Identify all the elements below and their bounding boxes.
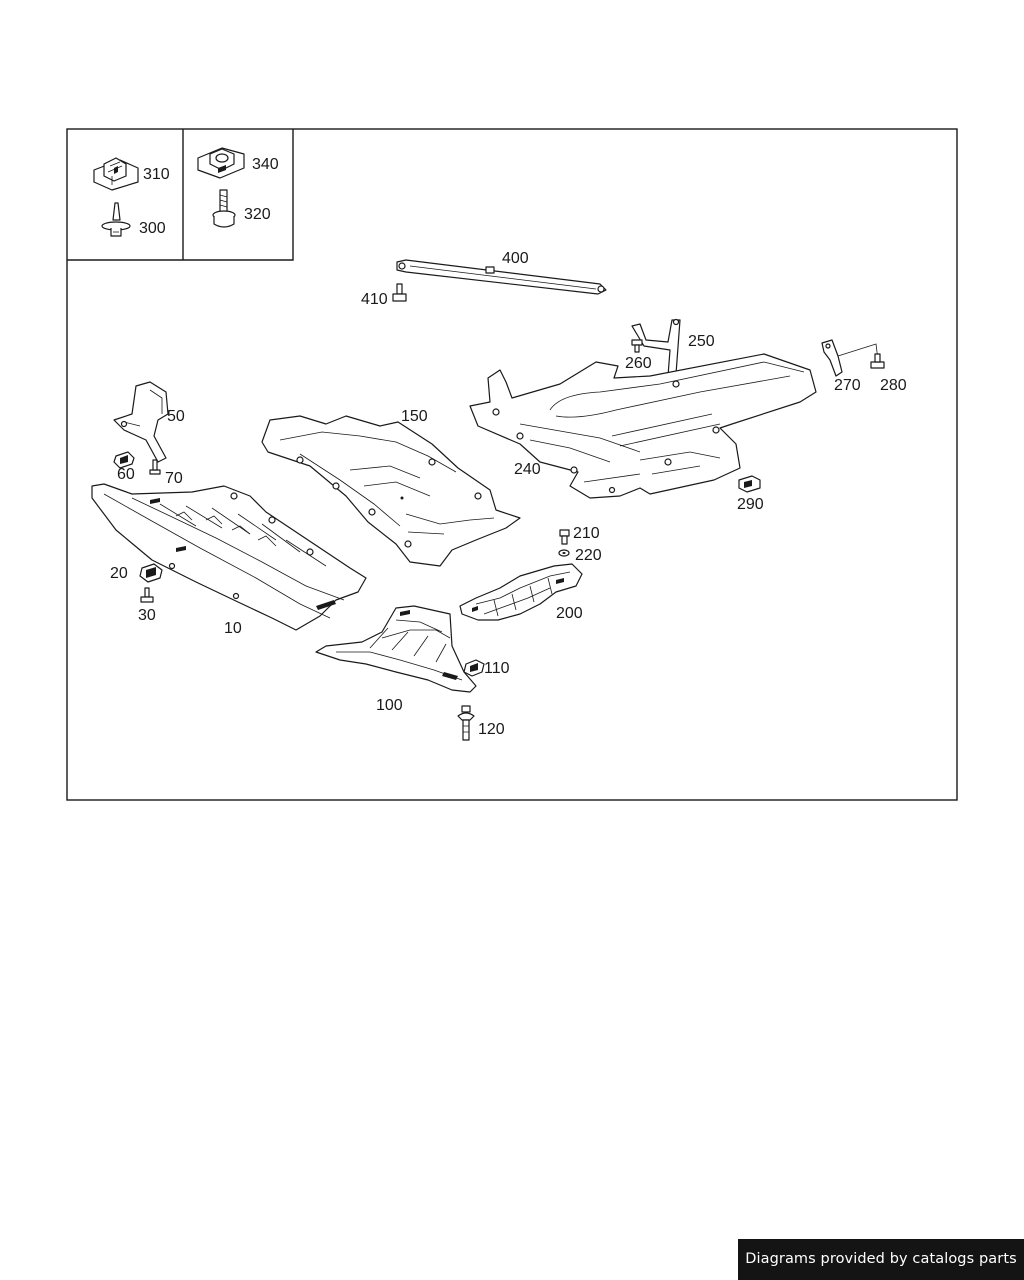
label-100: 100 <box>376 697 403 714</box>
part-280-bolt[interactable] <box>870 353 885 369</box>
part-150-middle-panel[interactable] <box>261 415 521 567</box>
part-310-clip-nut[interactable] <box>93 157 139 191</box>
part-250-bracket[interactable] <box>631 318 681 377</box>
part-100-lower-panel[interactable] <box>315 605 477 693</box>
part-20-clip[interactable] <box>139 563 163 583</box>
part-400-strut[interactable] <box>396 259 607 295</box>
label-410: 410 <box>361 291 388 308</box>
label-70: 70 <box>165 470 183 487</box>
part-60-clip[interactable] <box>113 451 135 469</box>
label-250: 250 <box>688 333 715 350</box>
part-240-underbody-panel[interactable] <box>469 353 817 499</box>
part-300-push-rivet[interactable] <box>101 202 131 237</box>
label-220: 220 <box>575 547 602 564</box>
label-30: 30 <box>138 607 156 624</box>
label-240: 240 <box>514 461 541 478</box>
part-120-push-rivet[interactable] <box>457 705 475 741</box>
label-110: 110 <box>484 660 510 677</box>
part-290-clip[interactable] <box>738 475 761 493</box>
label-300: 300 <box>139 220 166 237</box>
part-270-bracket[interactable] <box>821 339 879 377</box>
part-50-bracket[interactable] <box>113 381 169 463</box>
fastener-legend-box <box>67 129 294 261</box>
part-260-bolt[interactable] <box>631 339 643 353</box>
label-150: 150 <box>401 408 428 425</box>
part-410-bolt[interactable] <box>392 283 407 302</box>
label-50: 50 <box>167 408 185 425</box>
part-320-bolt[interactable] <box>212 189 236 228</box>
label-320: 320 <box>244 206 271 223</box>
label-200: 200 <box>556 605 583 622</box>
label-210: 210 <box>573 525 600 542</box>
label-120: 120 <box>478 721 505 738</box>
label-60: 60 <box>117 466 135 483</box>
label-10: 10 <box>224 620 242 637</box>
diagram-credit-banner: Diagrams provided by catalogs parts <box>738 1239 1024 1280</box>
part-10-front-panel[interactable] <box>91 483 367 631</box>
part-200-heat-shield[interactable] <box>459 563 583 621</box>
part-30-screw[interactable] <box>140 587 154 603</box>
part-210-bolt[interactable] <box>559 529 570 545</box>
label-290: 290 <box>737 496 764 513</box>
label-310: 310 <box>143 166 170 183</box>
label-340: 340 <box>252 156 279 173</box>
label-280: 280 <box>880 377 907 394</box>
label-20: 20 <box>110 565 128 582</box>
label-400: 400 <box>502 250 529 267</box>
part-220-washer[interactable] <box>558 549 570 557</box>
label-260: 260 <box>625 355 652 372</box>
label-270: 270 <box>834 377 861 394</box>
part-340-spring-nut[interactable] <box>197 147 245 179</box>
part-70-screw[interactable] <box>149 459 161 475</box>
diagram-frame <box>66 128 958 801</box>
part-110-clip[interactable] <box>463 659 485 677</box>
